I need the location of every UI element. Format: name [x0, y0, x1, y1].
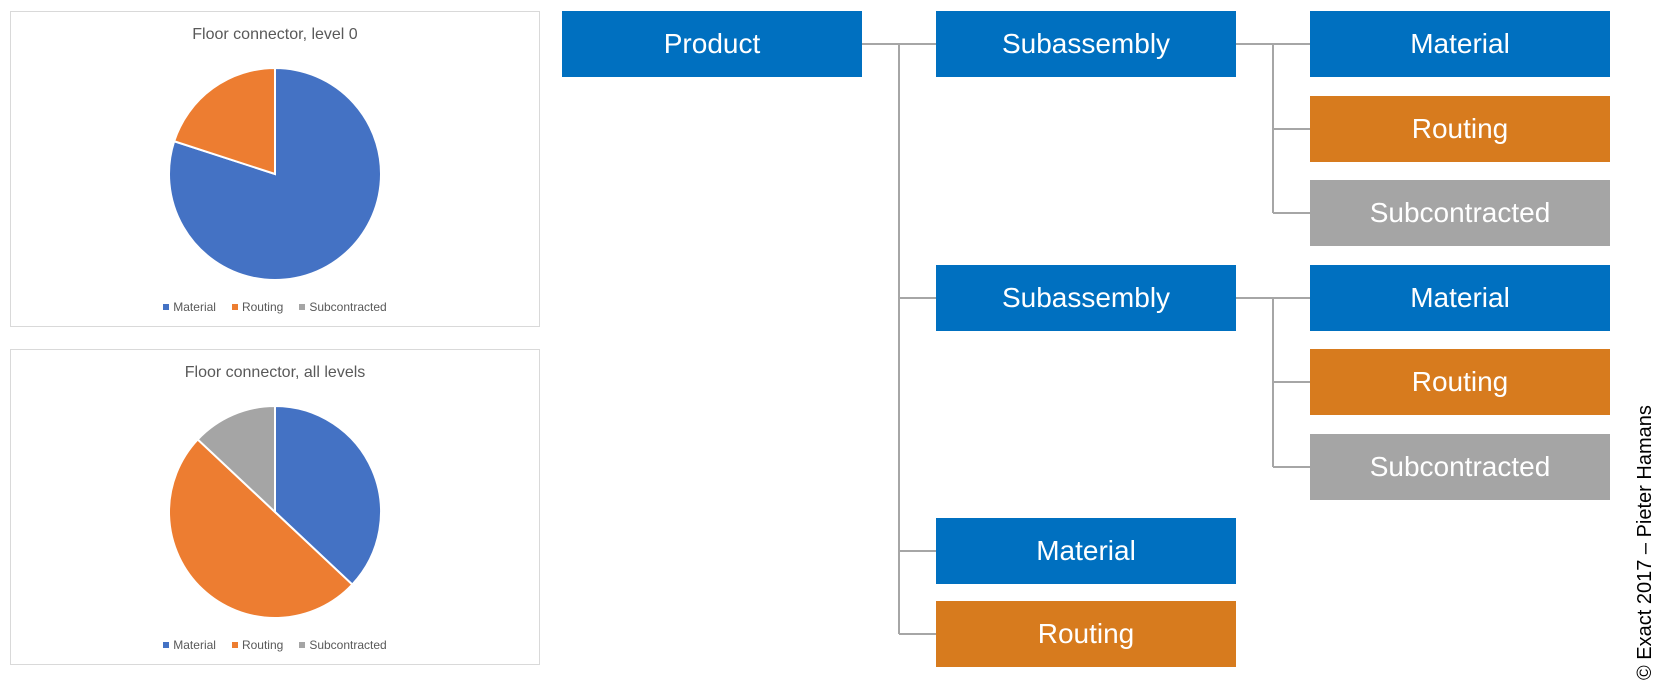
legend-item-routing: Routing: [231, 300, 284, 314]
legend-item-material: Material: [163, 300, 216, 314]
legend-item-subcontracted: Subcontracted: [299, 638, 387, 652]
legend-label: Material: [173, 638, 216, 652]
legend-swatch: [231, 304, 238, 310]
pie-svg: [168, 404, 382, 619]
material-node: Material: [1310, 11, 1610, 77]
pie-slice-material: [168, 66, 382, 281]
legend-swatch: [163, 642, 170, 648]
legend-swatch: [163, 304, 170, 310]
legend-swatch: [231, 642, 238, 648]
legend-swatch: [299, 642, 306, 648]
legend-swatch: [299, 304, 306, 310]
pie-slice-routing: [172, 66, 276, 176]
chart-legend: Material Routing Subcontracted: [11, 300, 539, 314]
legend-label: Material: [173, 300, 216, 314]
material-node: Material: [1310, 265, 1610, 331]
legend-label: Routing: [241, 300, 284, 314]
pie-chart-all-levels: Floor connector, all levels Material Rou…: [10, 349, 540, 665]
copyright-text: © Exact 2017 – Pieter Hamans: [1634, 405, 1656, 680]
subassembly-node-2: Subassembly: [936, 265, 1236, 331]
pie-slice-routing: [168, 438, 354, 619]
routing-node: Routing: [1310, 96, 1610, 162]
legend-item-routing: Routing: [231, 638, 284, 652]
product-node: Product: [562, 11, 862, 77]
pie-svg: [168, 66, 382, 281]
chart-legend: Material Routing Subcontracted: [11, 638, 539, 652]
legend-item-material: Material: [163, 638, 216, 652]
pie-slice-material: [274, 404, 382, 586]
routing-node-direct: Routing: [936, 601, 1236, 667]
pie-chart-level-0: Floor connector, level 0 Material Routin…: [10, 11, 540, 327]
subcontracted-node: Subcontracted: [1310, 180, 1610, 246]
subassembly-node-1: Subassembly: [936, 11, 1236, 77]
pie-slice-subcontracted: [196, 404, 276, 515]
subcontracted-node: Subcontracted: [1310, 434, 1610, 500]
chart-title: Floor connector, level 0: [192, 26, 358, 43]
chart-title: Floor connector, all levels: [184, 364, 366, 381]
routing-node: Routing: [1310, 349, 1610, 415]
material-node-direct: Material: [936, 518, 1236, 584]
legend-label: Subcontracted: [309, 638, 387, 652]
legend-label: Subcontracted: [309, 300, 387, 314]
legend-item-subcontracted: Subcontracted: [299, 300, 387, 314]
legend-label: Routing: [241, 638, 284, 652]
